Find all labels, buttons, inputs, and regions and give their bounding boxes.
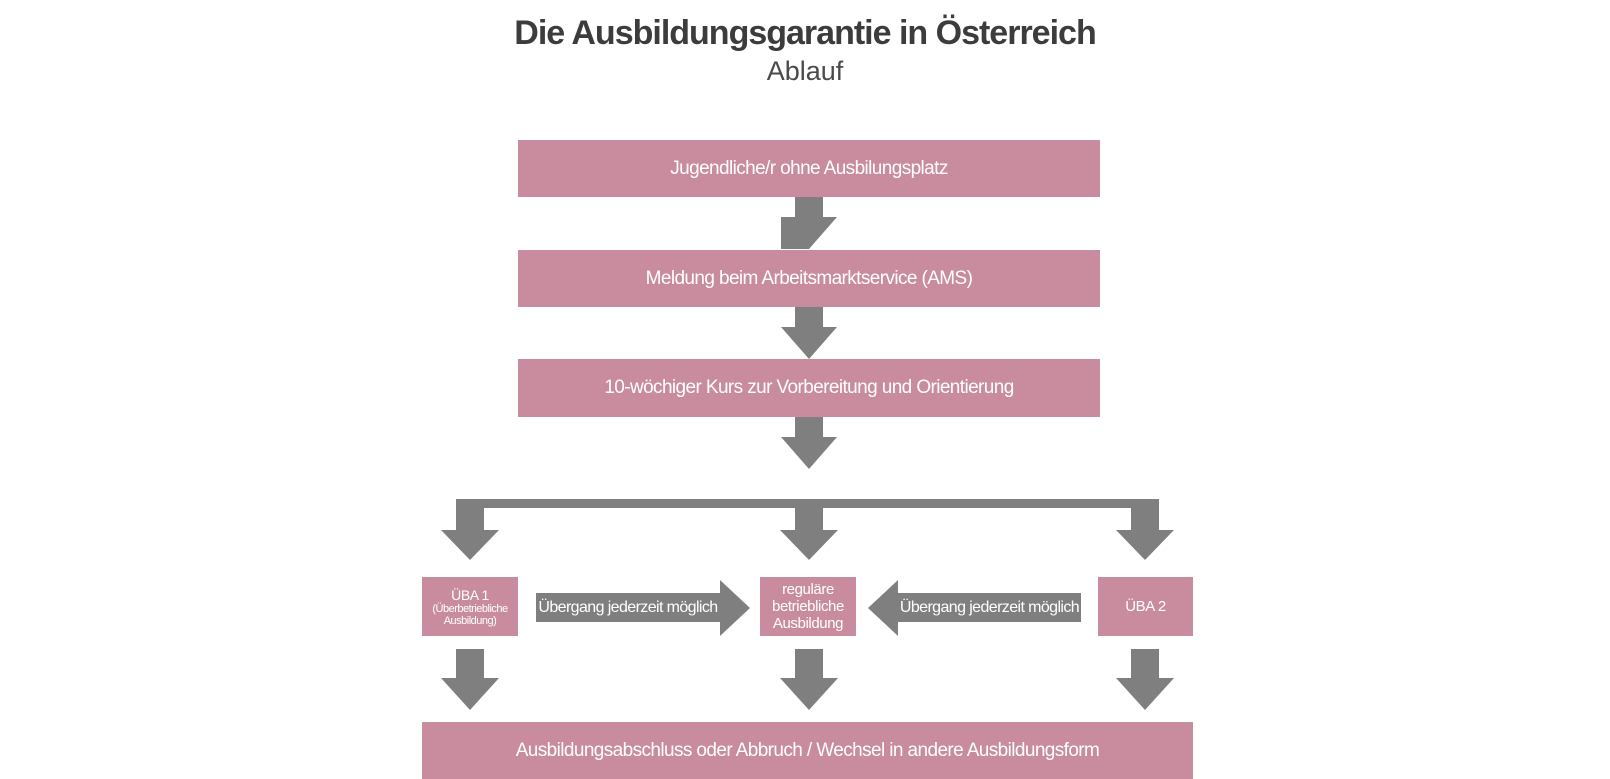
transition-arrow-right [536,580,750,636]
down-arrow-3 [781,408,837,469]
step-2-box: Meldung beim Arbeitsmarktservice (AMS) [518,250,1100,307]
down-arrow-center [780,649,838,710]
branch-arrows [441,499,1174,560]
step-1-box: Jugendliche/r ohne Ausbilungsplatz [518,140,1100,197]
step-3-box: 10-wöchiger Kurs zur Vorbereitung und Or… [518,359,1100,417]
diagram-title: Die Ausbildungsgarantie in Österreich [514,14,1096,52]
diagram-subtitle: Ablauf [766,56,844,86]
down-arrow-right [1116,649,1174,710]
down-arrow-1 [781,189,837,249]
uba1-sublabel: (Überbetriebliche Ausbildung) [432,602,508,627]
uba2-box: ÜBA 2 [1098,577,1193,636]
transition-arrow-left [868,580,1081,636]
uba1-box: ÜBA 1 (Überbetriebliche Ausbildung) [422,577,518,636]
uba1-label: ÜBA 1 [451,586,489,603]
transition-label-right: Übergang jederzeit möglich [899,598,1080,616]
down-arrow-left [441,649,499,710]
down-arrow-2 [781,299,837,359]
transition-label-left: Übergang jederzeit möglich [538,598,718,616]
regular-training-box: reguläre betriebliche Ausbildung [760,577,856,636]
result-box: Ausbildungsabschluss oder Abbruch / Wech… [422,722,1193,779]
